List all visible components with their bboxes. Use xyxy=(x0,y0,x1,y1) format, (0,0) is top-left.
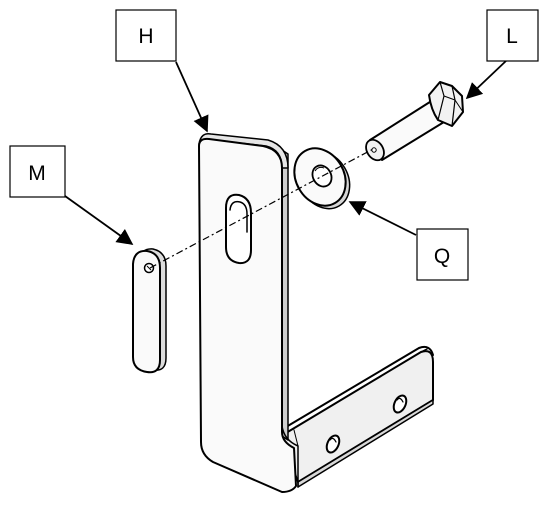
washer-q-part xyxy=(293,147,351,210)
label-h: H xyxy=(115,9,177,62)
label-l-text: L xyxy=(506,25,518,48)
leader-q xyxy=(348,201,417,236)
label-q: Q xyxy=(416,228,469,281)
bolt-head xyxy=(428,81,464,127)
bracket-h-part xyxy=(198,132,434,493)
assembly-axis xyxy=(149,147,376,269)
leader-h xyxy=(175,61,209,133)
leader-l xyxy=(465,59,508,100)
leader-m xyxy=(64,195,134,245)
label-l: L xyxy=(486,9,539,62)
bracket-slot xyxy=(225,193,252,265)
label-q-text: Q xyxy=(434,245,450,268)
locking-plate-m-part xyxy=(132,248,167,374)
bolt-l-part xyxy=(365,81,464,162)
label-m: M xyxy=(9,145,66,198)
bracket-vertical-plate xyxy=(198,137,297,493)
label-m-text: M xyxy=(28,162,46,185)
label-h-text: H xyxy=(138,25,153,48)
